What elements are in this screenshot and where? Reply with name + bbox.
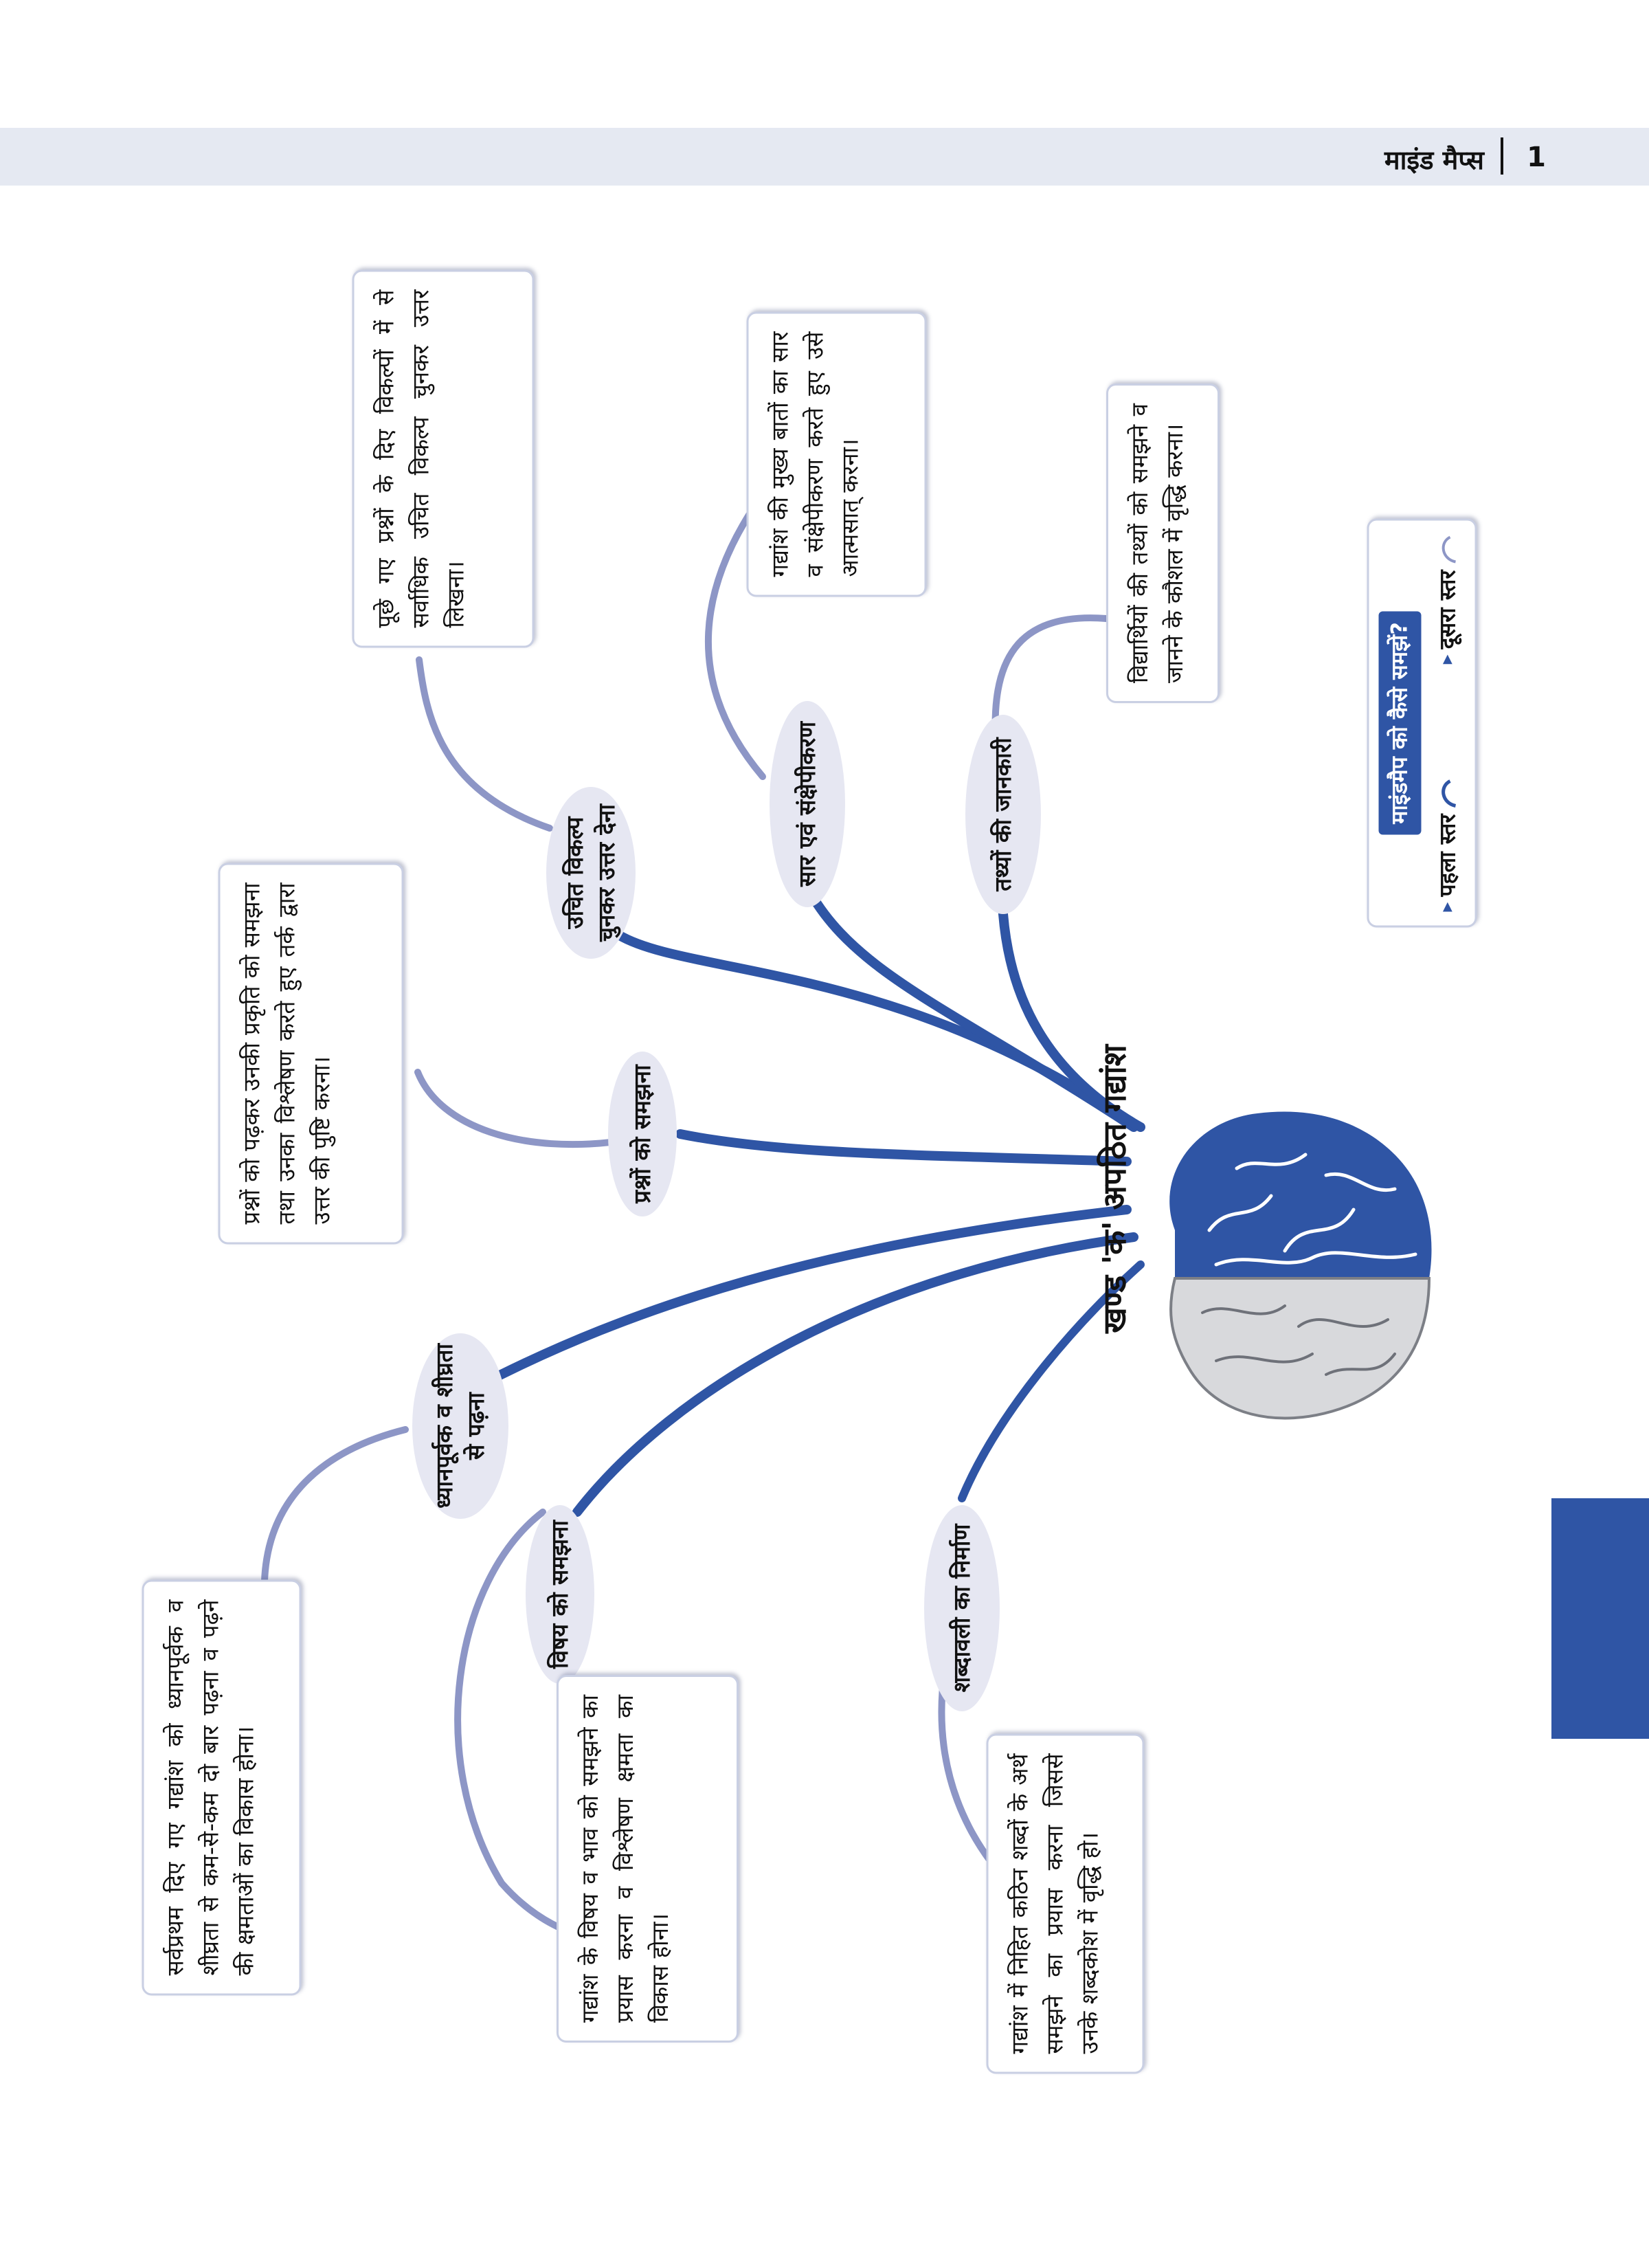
legend-level2-label: दूसरा स्तर (1434, 570, 1461, 649)
triangle-bullet-icon: ▶ (1439, 654, 1455, 665)
center-topic-title: खण्ड 'क' अपठित गद्यांश (1096, 1045, 1133, 1333)
detail-box-4: प्रश्नों को पढ़कर उनकी प्रकृति को समझना … (218, 863, 404, 1245)
branch-line-6 (572, 1232, 1138, 1517)
detail-box-5: सर्वप्रथम दिए गए गद्यांश को ध्यानपूर्वक … (142, 1579, 302, 1996)
branch-node-4[interactable]: प्रश्नों को समझना (608, 1052, 677, 1216)
branch-line-2 (806, 889, 1138, 1132)
branch-line-3 (998, 909, 1145, 1132)
legend-level1-label: पहला स्तर (1434, 814, 1461, 897)
branch-node-7-label: शब्दावली का निर्माण (947, 1524, 975, 1693)
sub-line-5 (261, 1426, 409, 1584)
arc-level1-icon (1442, 779, 1457, 808)
detail-box-6: गद्यांश के विषय व भाव को समझने का प्रयास… (557, 1675, 739, 2043)
detail-text-7: गद्यांश में निहित कठिन शब्दों के अर्थ सम… (1006, 1753, 1103, 2054)
detail-text-5: सर्वप्रथम दिए गए गद्यांश को ध्यानपूर्वक … (161, 1599, 259, 1976)
legend-level2: ▶ दूसरा स्तर (1431, 535, 1465, 665)
brain-blue-half (1169, 1111, 1432, 1278)
header-band (0, 128, 1649, 186)
branch-node-6[interactable]: विषय को समझना (526, 1505, 594, 1684)
detail-box-2: गद्यांश की मुख्य बातों का सार व संक्षेपी… (746, 311, 927, 597)
detail-text-1: पूछे गए प्रश्नों के दिए विकल्पों में से … (372, 289, 469, 628)
triangle-bullet-icon: ▶ (1439, 902, 1455, 912)
page-number: 1 (1527, 142, 1546, 173)
legend-level1: ▶ पहला स्तर (1431, 779, 1465, 912)
detail-box-1: पूछे गए प्रश्नों के दिए विकल्पों में से … (352, 269, 535, 648)
detail-text-6: गद्यांश के विषय व भाव को समझने का प्रयास… (576, 1695, 674, 2023)
sub-line-4 (414, 1069, 625, 1148)
branch-line-5 (469, 1205, 1132, 1393)
detail-text-3: विद्यार्थियों की तथ्यों को समझने व जानने… (1126, 403, 1189, 683)
branch-line-7 (958, 1260, 1145, 1502)
arc-level2-icon (1442, 535, 1457, 564)
page-header-title: माइंड मैप्स (1384, 145, 1484, 175)
branch-node-3[interactable]: तथ्यों की जानकारी (965, 715, 1041, 914)
branch-node-5-label: ध्यानपूर्वक व शीघ्रता से पढ़ना (430, 1343, 489, 1509)
primary-branches (469, 889, 1145, 1517)
branch-node-7[interactable]: शब्दावली का निर्माण (924, 1505, 1000, 1711)
detail-text-2: गद्यांश की मुख्य बातों का सार व संक्षेपी… (766, 331, 864, 577)
branch-node-1[interactable]: उचित विकल्प चुनकर उत्तर देना (546, 787, 636, 959)
sub-line-1 (416, 656, 553, 832)
branch-node-1-label: उचित विकल्प चुनकर उत्तर देना (561, 804, 620, 942)
detail-box-7: गद्यांश में निहित कठिन शब्दों के अर्थ सम… (986, 1733, 1145, 2074)
brain-grey-half (1169, 1277, 1431, 1420)
branch-node-4-label: प्रश्नों को समझना (628, 1065, 655, 1203)
branch-node-6-label: विषय को समझना (546, 1520, 573, 1669)
branch-node-2[interactable]: सार एवं संक्षेपीकरण (770, 701, 845, 907)
legend-box: माइंडमैप को कैसे समझें? ▶ पहला स्तर ▶ दू… (1367, 518, 1477, 928)
branch-line-4 (675, 1129, 1132, 1166)
legend-title: माइंडमैप को कैसे समझें? (1378, 611, 1422, 835)
branch-node-3-label: तथ्यों की जानकारी (989, 737, 1016, 891)
header-separator (1501, 137, 1503, 175)
brain-illustration (1169, 1111, 1432, 1420)
detail-box-3: विद्यार्थियों की तथ्यों को समझने व जानने… (1106, 383, 1220, 703)
branch-node-2-label: सार एवं संक्षेपीकरण (793, 722, 820, 887)
branch-node-5[interactable]: ध्यानपूर्वक व शीघ्रता से पढ़ना (412, 1333, 508, 1519)
detail-text-4: प्रश्नों को पढ़कर उनकी प्रकृति को समझना … (238, 882, 335, 1225)
chapter-side-tab (1551, 1498, 1649, 1739)
